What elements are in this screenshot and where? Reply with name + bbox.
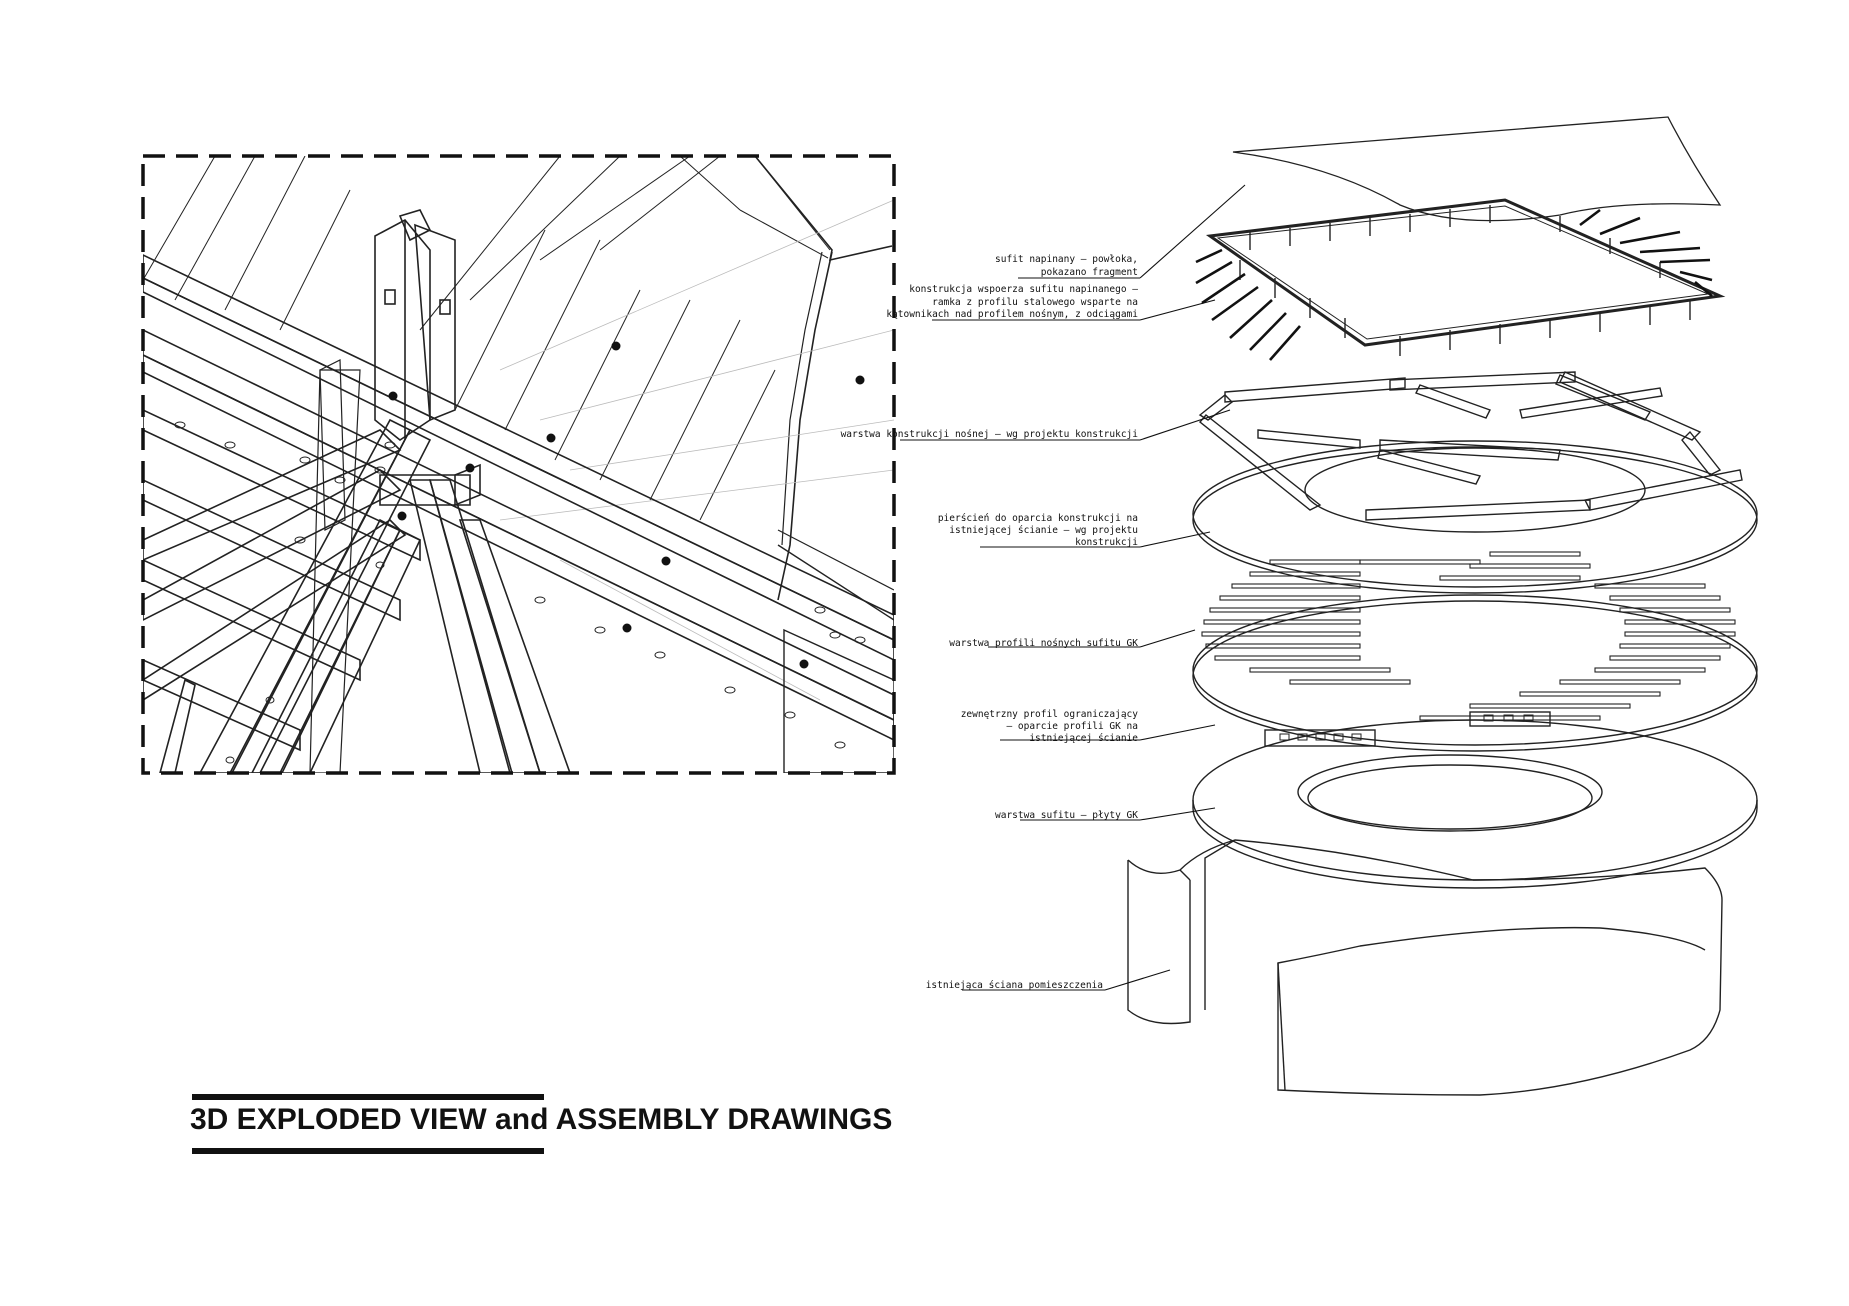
label-stretch-ceiling-2: pokazano fragment — [1041, 267, 1138, 278]
diagonal-struts — [159, 359, 571, 773]
support-ring — [1192, 440, 1758, 594]
label-gk: warstwa sufitu – płyty GK — [995, 810, 1138, 821]
outer-profile-ring — [1192, 594, 1758, 752]
title-rule-bottom — [192, 1148, 544, 1154]
label-wall: istniejąca ściana pomieszczenia — [926, 980, 1103, 991]
gk-plate-layer — [1192, 719, 1758, 889]
label-ring-1: pierścień do oparcia konstrukcji na — [938, 513, 1138, 524]
label-outer-2: – oparcie profili GK na — [1006, 721, 1138, 732]
roof-boards — [143, 156, 831, 521]
stretch-ceiling-membrane — [1232, 116, 1722, 222]
label-ring-3: konstrukcji — [1075, 537, 1138, 548]
load-bearing-structure — [1198, 371, 1743, 521]
label-support-1: konstrukcja wspoerza sufitu napinanego – — [909, 284, 1138, 295]
page-title: 3D EXPLODED VIEW and ASSEMBLY DRAWINGS — [190, 1103, 893, 1136]
label-support-3: kątownikach nad profilem nośnym, z odcią… — [886, 309, 1138, 320]
label-structure: warstwa konstrukcji nośnej – wg projektu… — [841, 429, 1139, 440]
existing-wall — [1127, 839, 1723, 1096]
joint-detail-view — [141, 154, 896, 775]
label-stretch-ceiling-1: sufit napinany – powłoka, — [995, 254, 1138, 265]
fastener-dots — [388, 341, 865, 669]
support-frame — [1195, 198, 1726, 361]
center-post — [374, 209, 456, 441]
label-profiles: warstwa profili nośnych sufitu GK — [949, 638, 1138, 649]
exploded-view: sufit napinany – powłoka, pokazano fragm… — [841, 116, 1758, 1096]
label-outer-1: zewnętrzny profil ograniczający — [961, 709, 1139, 720]
detail-dashed-frame — [141, 154, 896, 775]
label-support-2: ramka z profilu stalowego wsparte na — [932, 297, 1138, 308]
leader-lines — [900, 184, 1246, 991]
component-labels: sufit napinany – powłoka, pokazano fragm… — [841, 254, 1139, 991]
bearing-profiles — [1201, 551, 1736, 721]
label-ring-2: istniejącej ścianie – wg projektu — [949, 525, 1138, 536]
label-outer-3: istniejącej ścianie — [1029, 733, 1138, 744]
title-rule-top — [192, 1094, 544, 1100]
main-beams — [143, 254, 894, 752]
bolt-holes — [174, 421, 866, 764]
